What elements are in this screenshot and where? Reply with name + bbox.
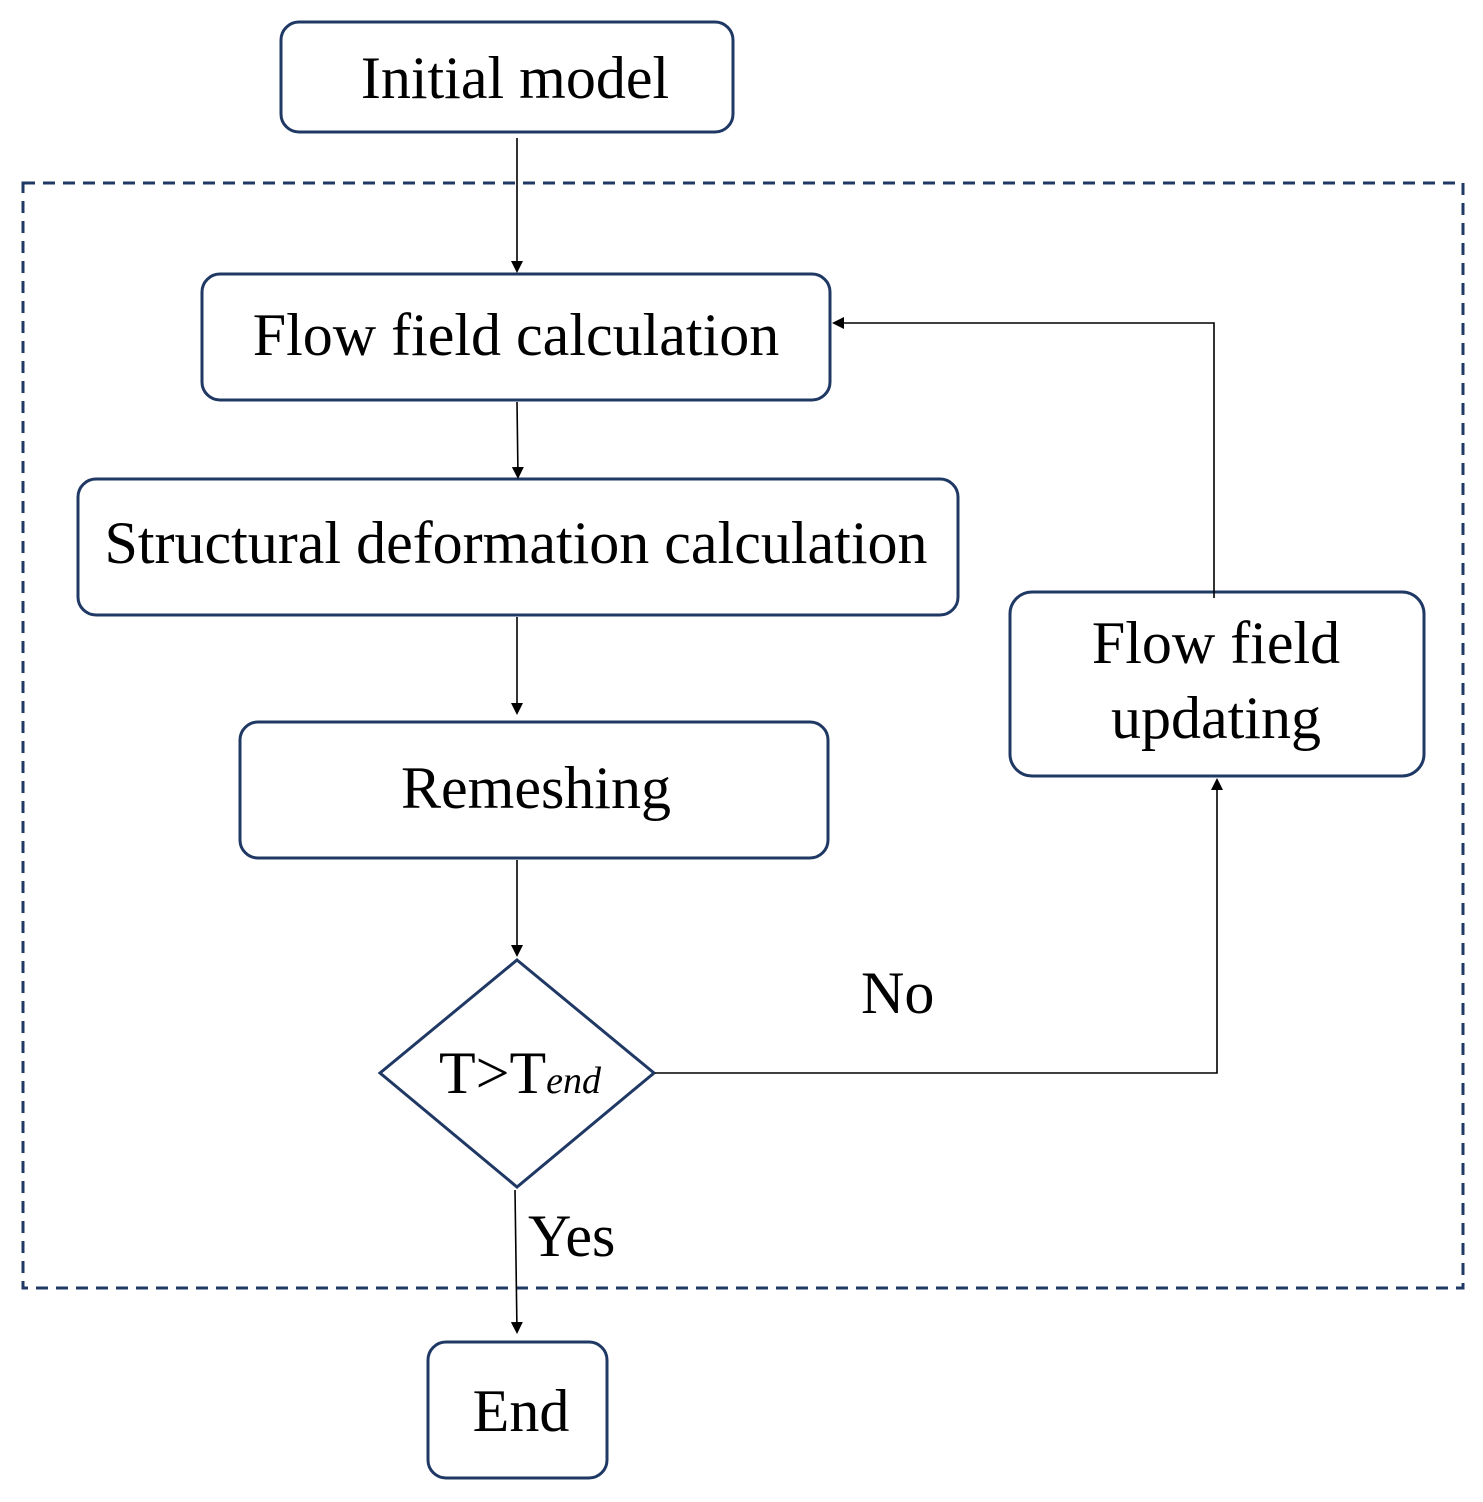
edge-label-yes: Yes [528, 1203, 615, 1269]
decision-label-subscript: end [546, 1060, 602, 1102]
node-flow-field-updating-line1: Flow field [1092, 610, 1340, 676]
node-initial-model: Initial model [279, 20, 735, 134]
node-end-label: End [473, 1378, 570, 1444]
node-decision-t-gt-tend: T>Tend [377, 958, 657, 1189]
edge-flow-calc-to-structural [511, 401, 524, 479]
decision-label: T>Tend [439, 1040, 602, 1106]
node-structural-deformation-calculation-label: Structural deformation calculation [104, 510, 927, 576]
edge-decision-yes-to-end [510, 1189, 523, 1334]
node-remeshing-label: Remeshing [401, 755, 671, 821]
node-flow-field-calculation-label: Flow field calculation [253, 302, 780, 368]
node-end: End [426, 1340, 609, 1480]
edge-updating-to-flow-calc [832, 317, 1215, 598]
node-structural-deformation-calculation: Structural deformation calculation [76, 477, 960, 617]
edge-label-no: No [861, 960, 934, 1026]
node-flow-field-calculation: Flow field calculation [200, 272, 832, 402]
node-remeshing: Remeshing [238, 720, 830, 860]
iteration-loop-frame [21, 181, 1465, 1290]
node-initial-model-label: Initial model [361, 45, 669, 111]
edge-decision-no-to-updating [655, 778, 1223, 1074]
node-flow-field-updating-line2: updating [1111, 685, 1321, 751]
decision-label-main: T>T [439, 1040, 546, 1106]
node-flow-field-updating: Flow field updating [1008, 590, 1426, 778]
